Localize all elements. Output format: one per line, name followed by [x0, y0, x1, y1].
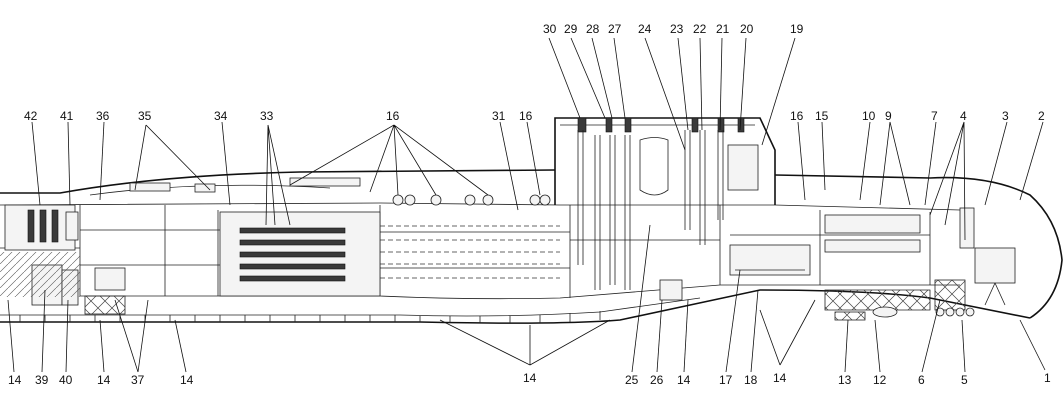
callout-14-a: 14	[8, 373, 22, 387]
callout-37: 37	[131, 373, 145, 387]
callout-17: 17	[719, 373, 733, 387]
callout-14-b: 14	[97, 373, 111, 387]
callout-4: 4	[960, 109, 967, 123]
forward-equipment	[659, 207, 1016, 321]
callout-9: 9	[885, 109, 892, 123]
callout-29: 29	[564, 22, 578, 36]
callout-7: 7	[931, 109, 938, 123]
leader-lines	[7, 37, 1046, 373]
callout-14-e: 14	[677, 373, 691, 387]
callout-16-a: 16	[386, 109, 400, 123]
callout-14-c: 14	[180, 373, 194, 387]
callout-42: 42	[24, 109, 38, 123]
callout-40: 40	[59, 373, 73, 387]
callout-14-d: 14	[523, 371, 537, 385]
callout-26: 26	[650, 373, 664, 387]
callout-41: 41	[60, 109, 74, 123]
callout-12: 12	[873, 373, 887, 387]
callout-6: 6	[918, 373, 925, 387]
callout-16-c: 16	[790, 109, 804, 123]
masts	[577, 130, 724, 290]
callout-10: 10	[862, 109, 876, 123]
callout-14-f: 14	[773, 371, 787, 385]
callout-20: 20	[740, 22, 754, 36]
callout-22: 22	[693, 22, 707, 36]
callout-18: 18	[744, 373, 758, 387]
deck-stowage	[89, 177, 551, 206]
callout-35: 35	[138, 109, 152, 123]
callout-21: 21	[716, 22, 730, 36]
callout-19: 19	[790, 22, 804, 36]
callout-2: 2	[1038, 109, 1045, 123]
callout-39: 39	[35, 373, 49, 387]
torpedo-room	[219, 211, 560, 297]
callout-1: 1	[1044, 371, 1051, 385]
callout-31: 31	[492, 109, 506, 123]
aft-machinery	[0, 204, 126, 315]
callout-3: 3	[1002, 109, 1009, 123]
callout-16-b: 16	[519, 109, 533, 123]
callout-15: 15	[815, 109, 829, 123]
callout-13: 13	[838, 373, 852, 387]
callout-30: 30	[543, 22, 557, 36]
callout-5: 5	[961, 373, 968, 387]
callout-25: 25	[625, 373, 639, 387]
callout-36: 36	[96, 109, 110, 123]
callout-33: 33	[260, 109, 274, 123]
callout-24: 24	[638, 22, 652, 36]
callout-23: 23	[670, 22, 684, 36]
sail	[554, 117, 776, 205]
callout-28: 28	[586, 22, 600, 36]
callout-labels: 30 29 28 27 24 23 22 21 20 19 42 41 36 3…	[8, 22, 1051, 387]
hull-outline	[0, 169, 1063, 324]
callout-27: 27	[608, 22, 622, 36]
callout-34: 34	[214, 109, 228, 123]
